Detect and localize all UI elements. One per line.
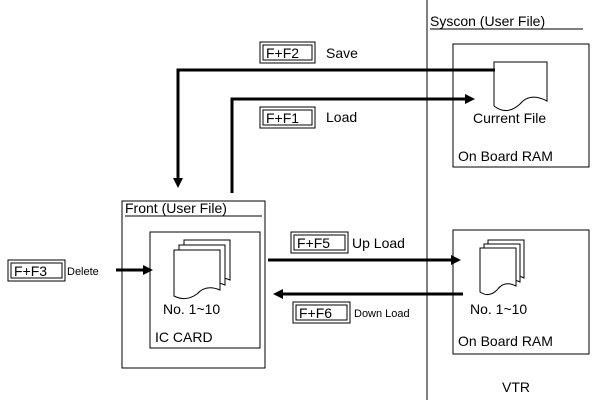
- current-file-icon: [493, 61, 548, 111]
- upload-key-button: F+F5: [290, 231, 349, 254]
- front-file-range-label: No. 1~10: [163, 301, 220, 317]
- delete-label: Delete: [67, 266, 99, 278]
- syscon-files-stack-icon: [479, 239, 525, 296]
- load-arrow: [230, 94, 475, 193]
- front-title: Front (User File): [125, 200, 227, 216]
- ic-card-label: IC CARD: [155, 329, 213, 345]
- vtr-label: VTR: [502, 379, 530, 395]
- syscon-title: Syscon (User File): [430, 13, 545, 29]
- download-label: Down Load: [354, 308, 410, 320]
- save-key-label: F+F2: [266, 45, 299, 61]
- current-file-label: Current File: [473, 110, 546, 126]
- load-key-label: F+F1: [266, 110, 299, 126]
- load-label: Load: [326, 109, 357, 125]
- download-key-label: F+F6: [299, 305, 332, 321]
- download-key-button: F+F6: [292, 301, 351, 324]
- save-key-button: F+F2: [259, 41, 316, 64]
- syscon-ram-bottom-label: On Board RAM: [458, 333, 553, 349]
- save-arrow: [173, 68, 495, 188]
- upload-key-label: F+F5: [297, 235, 330, 251]
- load-key-button: F+F1: [259, 106, 316, 129]
- delete-key-label: F+F3: [14, 263, 47, 279]
- syscon-ram-top-label: On Board RAM: [458, 148, 553, 164]
- delete-key-button: F+F3: [7, 259, 66, 282]
- ic-card-files-stack-icon: [173, 239, 231, 300]
- syscon-file-range-label: No. 1~10: [470, 301, 527, 317]
- save-label: Save: [326, 45, 358, 61]
- upload-label: Up Load: [352, 235, 405, 251]
